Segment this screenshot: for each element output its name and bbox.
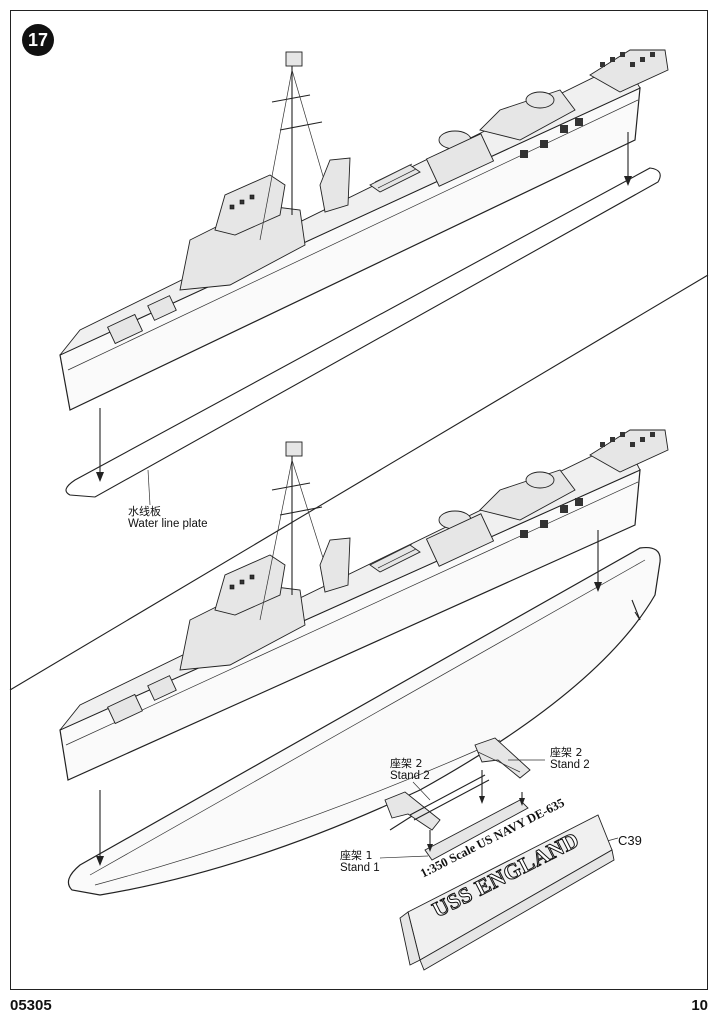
lower-full-hull [67, 546, 661, 896]
stand2-right-label-en: Stand 2 [550, 759, 590, 771]
stand2-right-label-cn: 座架 2 [550, 746, 583, 759]
lower-ship-model [59, 429, 669, 781]
lower-funnel [319, 537, 351, 593]
waterline-plate-label-en: Water line plate [128, 518, 208, 530]
upper-waterline-plate [65, 167, 661, 498]
waterline-plate-label-cn: 水线板 [128, 505, 161, 518]
stand2-right-label: 座架 2 Stand 2 [550, 746, 590, 772]
upper-bridge [179, 204, 306, 291]
stand2-top-label: 座架 2 Stand 2 [390, 757, 430, 783]
stand1-label: 座架 1 Stand 1 [340, 849, 380, 875]
stand2-top-label-en: Stand 2 [390, 770, 430, 782]
upper-ship-model [59, 49, 669, 411]
nameplate-c39 [399, 814, 615, 971]
upper-funnel [319, 157, 351, 213]
waterline-plate-label: 水线板 Water line plate [128, 505, 207, 531]
page-number: 10 [691, 997, 708, 1014]
separator-line [9, 274, 709, 691]
product-code: 05305 [10, 997, 52, 1014]
upper-hull [59, 87, 641, 411]
step-number-badge: 17 [22, 24, 54, 56]
stand2-top-label-cn: 座架 2 [390, 757, 423, 770]
page-frame [10, 10, 708, 990]
propeller-shaft [631, 599, 641, 621]
stand1-label-cn: 座架 1 [340, 849, 373, 862]
lower-bridge [179, 584, 306, 671]
stand-assembly [379, 737, 619, 861]
stand1-label-en: Stand 1 [340, 862, 380, 874]
part-c39-label: C39 [618, 833, 642, 848]
